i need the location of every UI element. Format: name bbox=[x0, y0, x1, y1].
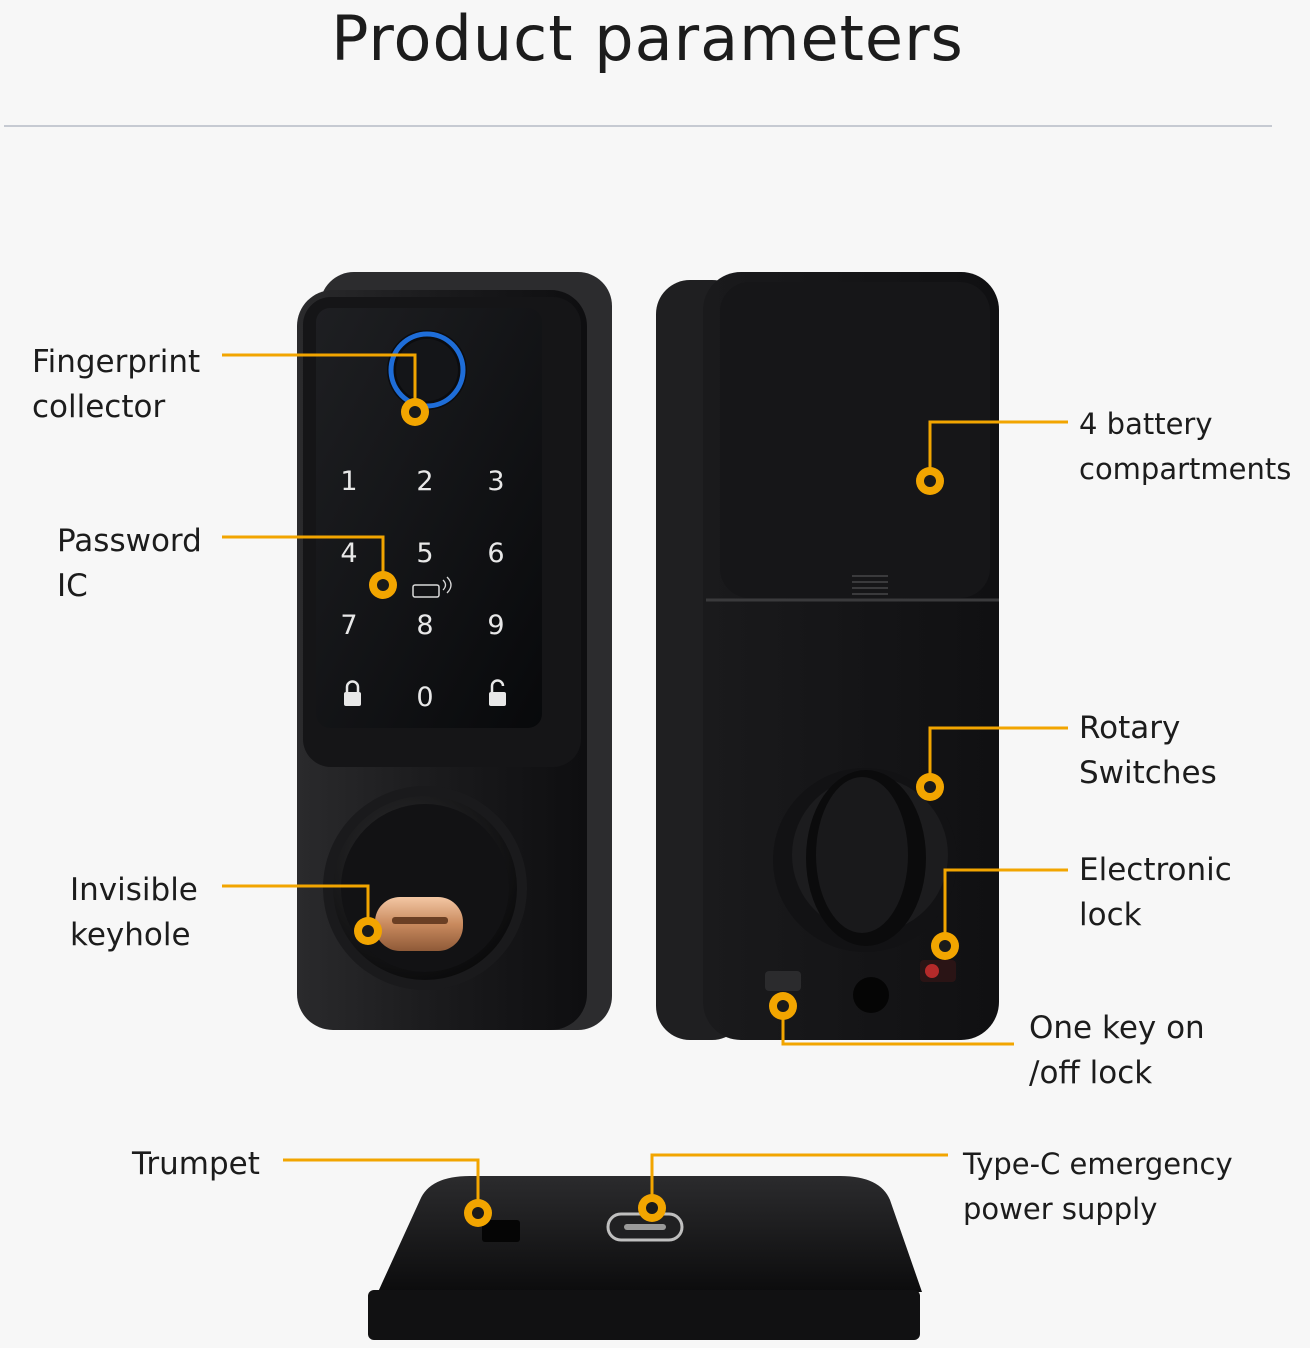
battery-cover-latch bbox=[852, 575, 888, 595]
key-cylinder bbox=[323, 786, 527, 990]
label-fingerprint-line1: Fingerprint bbox=[32, 344, 201, 380]
bottom-base-plate bbox=[368, 1290, 920, 1340]
label-electronic: Electronic lock bbox=[1079, 848, 1232, 938]
trumpet-leader bbox=[283, 1158, 480, 1212]
fingerprint-leader bbox=[222, 353, 417, 410]
keypad-key-5: 5 bbox=[416, 538, 433, 569]
label-fingerprint-line2: collector bbox=[32, 389, 166, 425]
label-onekey: One key on /off lock bbox=[1029, 1006, 1205, 1096]
keypad-key-2: 2 bbox=[416, 466, 433, 497]
label-typec-line1: Type-C emergency bbox=[963, 1147, 1233, 1181]
label-onekey-line1: One key on bbox=[1029, 1010, 1205, 1046]
keypad-key-3: 3 bbox=[487, 466, 504, 497]
label-typec-line2: power supply bbox=[963, 1192, 1158, 1226]
label-rotary: Rotary Switches bbox=[1079, 706, 1217, 796]
callout-dots bbox=[354, 398, 959, 1227]
keypad-key-4: 4 bbox=[340, 538, 357, 569]
lock-icon bbox=[344, 680, 361, 706]
page-title: Product parameters bbox=[331, 2, 964, 75]
keypad: 1 2 3 4 5 6 7 8 9 0 bbox=[340, 466, 504, 713]
label-typec: Type-C emergency power supply bbox=[963, 1142, 1233, 1232]
label-battery-line1: 4 battery bbox=[1079, 407, 1213, 441]
keypad-key-8: 8 bbox=[416, 610, 433, 641]
electronic-leader bbox=[943, 868, 1068, 945]
keypad-key-7: 7 bbox=[340, 610, 357, 641]
title-divider bbox=[4, 125, 1272, 127]
label-password-line1: Password bbox=[57, 523, 202, 559]
back-lock bbox=[656, 272, 999, 1040]
keypad-key-6: 6 bbox=[487, 538, 504, 569]
electronic-lock-led bbox=[920, 960, 956, 982]
keyhole-leader bbox=[222, 884, 370, 930]
battery-leader bbox=[928, 420, 1068, 480]
keypad-key-0: 0 bbox=[416, 682, 433, 713]
label-keyhole: Invisible keyhole bbox=[70, 868, 198, 958]
typec-leader bbox=[650, 1153, 948, 1208]
label-password: Password IC bbox=[57, 519, 202, 609]
keypad-key-9: 9 bbox=[487, 610, 504, 641]
label-password-line2: IC bbox=[57, 568, 88, 604]
label-electronic-line2: lock bbox=[1079, 897, 1142, 933]
card-reader-icon bbox=[412, 576, 452, 598]
rotary-thumb-turn bbox=[773, 768, 957, 952]
label-trumpet: Trumpet bbox=[132, 1142, 260, 1187]
speaker-grille bbox=[482, 1220, 520, 1242]
label-keyhole-line2: keyhole bbox=[70, 917, 191, 953]
label-trumpet-line1: Trumpet bbox=[132, 1146, 260, 1182]
label-electronic-line1: Electronic bbox=[1079, 852, 1232, 888]
label-battery-line2: compartments bbox=[1079, 452, 1292, 486]
bottom-view bbox=[368, 1176, 922, 1340]
label-battery: 4 battery compartments bbox=[1079, 402, 1291, 492]
label-onekey-line2: /off lock bbox=[1029, 1055, 1153, 1091]
label-fingerprint: Fingerprint collector bbox=[32, 340, 200, 430]
back-hole bbox=[853, 977, 889, 1013]
keypad-key-1: 1 bbox=[340, 466, 357, 497]
label-rotary-line1: Rotary bbox=[1079, 710, 1181, 746]
label-keyhole-line1: Invisible bbox=[70, 872, 198, 908]
label-rotary-line2: Switches bbox=[1079, 755, 1217, 791]
unlock-icon bbox=[489, 679, 506, 706]
rotary-leader bbox=[928, 726, 1068, 788]
one-key-button bbox=[765, 971, 801, 991]
password-leader bbox=[222, 535, 385, 584]
keypad-panel bbox=[316, 308, 542, 728]
